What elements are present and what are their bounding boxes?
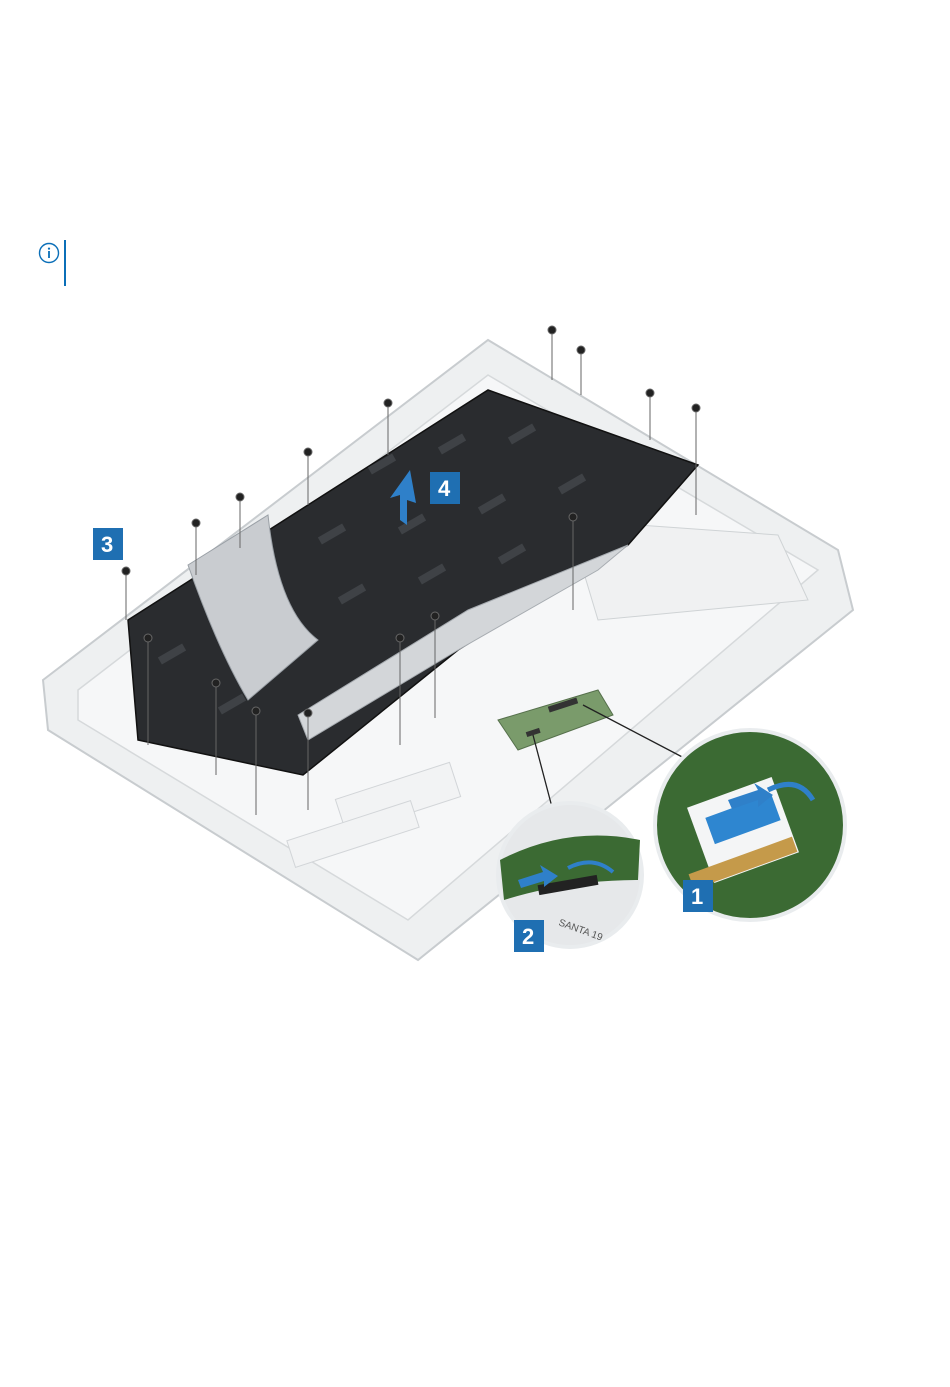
callout-3: 3: [93, 528, 123, 560]
note-bar: [64, 240, 66, 286]
note-indicator: [38, 240, 78, 286]
callout-3-label: 3: [101, 532, 113, 557]
callout-2: 2: [514, 920, 544, 952]
callout-4: 4: [430, 472, 460, 504]
callout-1: 1: [683, 880, 713, 912]
keyboard-removal-illustration: SANTA 19 1 2 3 4: [38, 320, 858, 970]
callout-1-label: 1: [691, 884, 703, 909]
callout-4-label: 4: [438, 476, 451, 501]
callout-2-label: 2: [522, 924, 534, 949]
info-icon: [38, 242, 60, 264]
